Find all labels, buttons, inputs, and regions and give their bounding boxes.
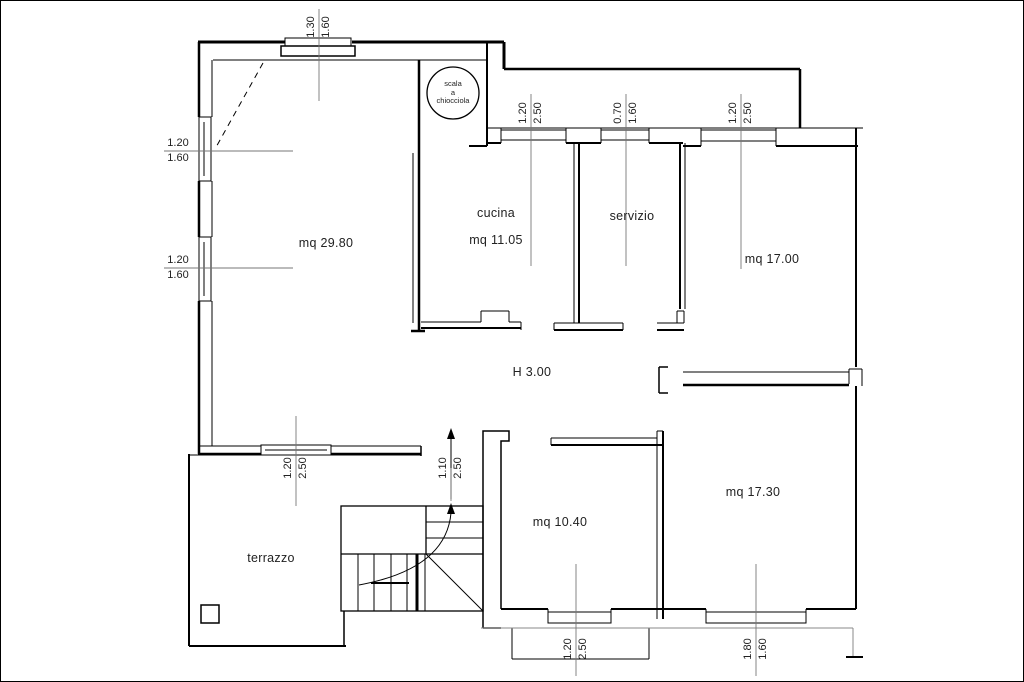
room-label-servizio: servizio bbox=[609, 209, 655, 223]
window-cucina bbox=[500, 129, 567, 141]
window-room3 bbox=[547, 611, 612, 624]
dashed-opening-line bbox=[214, 62, 264, 150]
window-camera1 bbox=[700, 129, 777, 142]
walls bbox=[188, 40, 863, 660]
dim-window-camera2: 1.80 1.60 bbox=[742, 638, 769, 660]
window-servizio bbox=[600, 129, 650, 141]
entrance-arrow-head-icon bbox=[447, 428, 455, 439]
room-label-camera2: mq 17.30 bbox=[725, 485, 781, 499]
windows bbox=[198, 37, 807, 624]
spiral-stair-circle bbox=[426, 66, 480, 120]
dim-window-top-left: 1.30 1.60 bbox=[305, 16, 332, 38]
room-area-cucina: mq 11.05 bbox=[469, 233, 523, 247]
dim-window-camera1: 1.20 2.50 bbox=[727, 102, 754, 124]
stair-arrow-head-icon bbox=[447, 503, 455, 514]
staircase bbox=[340, 503, 484, 612]
room-label-room3: mq 10.40 bbox=[532, 515, 588, 529]
room-label-terrazzo: terrazzo bbox=[247, 551, 295, 565]
window-top-left bbox=[284, 37, 352, 47]
dim-window-left-2: 1.20 1.60 bbox=[167, 254, 189, 281]
room-label-cucina: cucina bbox=[477, 206, 515, 220]
thin-lines bbox=[481, 627, 854, 656]
dim-window-terrazzo: 1.20 2.50 bbox=[282, 457, 309, 479]
stair-direction-arrow bbox=[358, 512, 452, 586]
dim-window-servizio: 0.70 1.60 bbox=[612, 102, 639, 124]
dim-entrance-door: 1.10 2.50 bbox=[437, 457, 464, 479]
window-left-2 bbox=[198, 236, 212, 302]
dim-window-room3: 1.20 2.50 bbox=[562, 638, 589, 660]
room-label-soggiorno: mq 29.80 bbox=[298, 236, 354, 250]
terrace-pillar bbox=[200, 604, 220, 624]
dim-window-cucina: 1.20 2.50 bbox=[517, 102, 544, 124]
dim-window-left-1: 1.20 1.60 bbox=[167, 137, 189, 164]
height-note: H 3.00 bbox=[512, 365, 552, 379]
dimension-lines bbox=[164, 9, 757, 676]
window-left-1 bbox=[198, 116, 212, 182]
spiral-stair-label: scala a chiocciola bbox=[436, 79, 470, 106]
room-label-camera1: mq 17.00 bbox=[744, 252, 800, 266]
